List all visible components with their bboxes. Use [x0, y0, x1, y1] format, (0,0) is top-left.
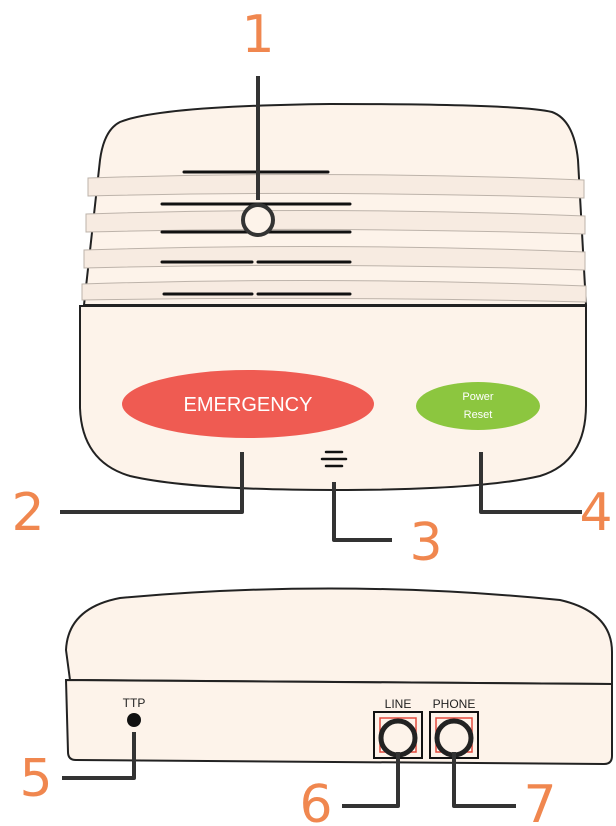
leader-3	[332, 482, 392, 542]
ttp-jack[interactable]	[127, 713, 141, 727]
callout-7: 7	[523, 775, 556, 826]
power-reset-label-line2: Reset	[464, 409, 493, 421]
back-panel	[64, 678, 613, 766]
leader-6	[342, 752, 400, 808]
callout-6: 6	[299, 775, 332, 826]
line-port-label: LINE	[385, 697, 412, 711]
phone-port-label: PHONE	[433, 697, 476, 711]
power-reset-button[interactable]	[416, 382, 540, 430]
speaker-grille	[81, 173, 587, 303]
leader-4	[479, 452, 582, 514]
callout-2: 2	[11, 483, 44, 543]
back-unit: TTP LINE PHONE	[64, 587, 613, 766]
callout-3: 3	[409, 513, 442, 573]
emergency-button-label: EMERGENCY	[184, 394, 313, 416]
callout-1: 1	[241, 5, 274, 65]
callout-numbers: 1 2 3 4 5 6 7	[11, 5, 612, 826]
leader-2	[60, 452, 244, 514]
emergency-button[interactable]	[122, 370, 374, 438]
back-top-surface	[64, 587, 613, 686]
callout-5: 5	[19, 749, 52, 809]
leader-5	[62, 732, 136, 780]
callout-4: 4	[579, 483, 612, 543]
phone-port[interactable]	[434, 718, 474, 758]
line-port[interactable]	[378, 718, 418, 758]
power-reset-label-line1: Power	[462, 391, 494, 403]
ttp-label: TTP	[123, 696, 146, 710]
front-unit: EMERGENCY Power Reset	[79, 102, 588, 492]
leader-1-marker	[241, 203, 275, 237]
leader-7	[452, 752, 516, 808]
microphone-icon	[320, 450, 348, 468]
callout-leaders	[60, 76, 582, 808]
